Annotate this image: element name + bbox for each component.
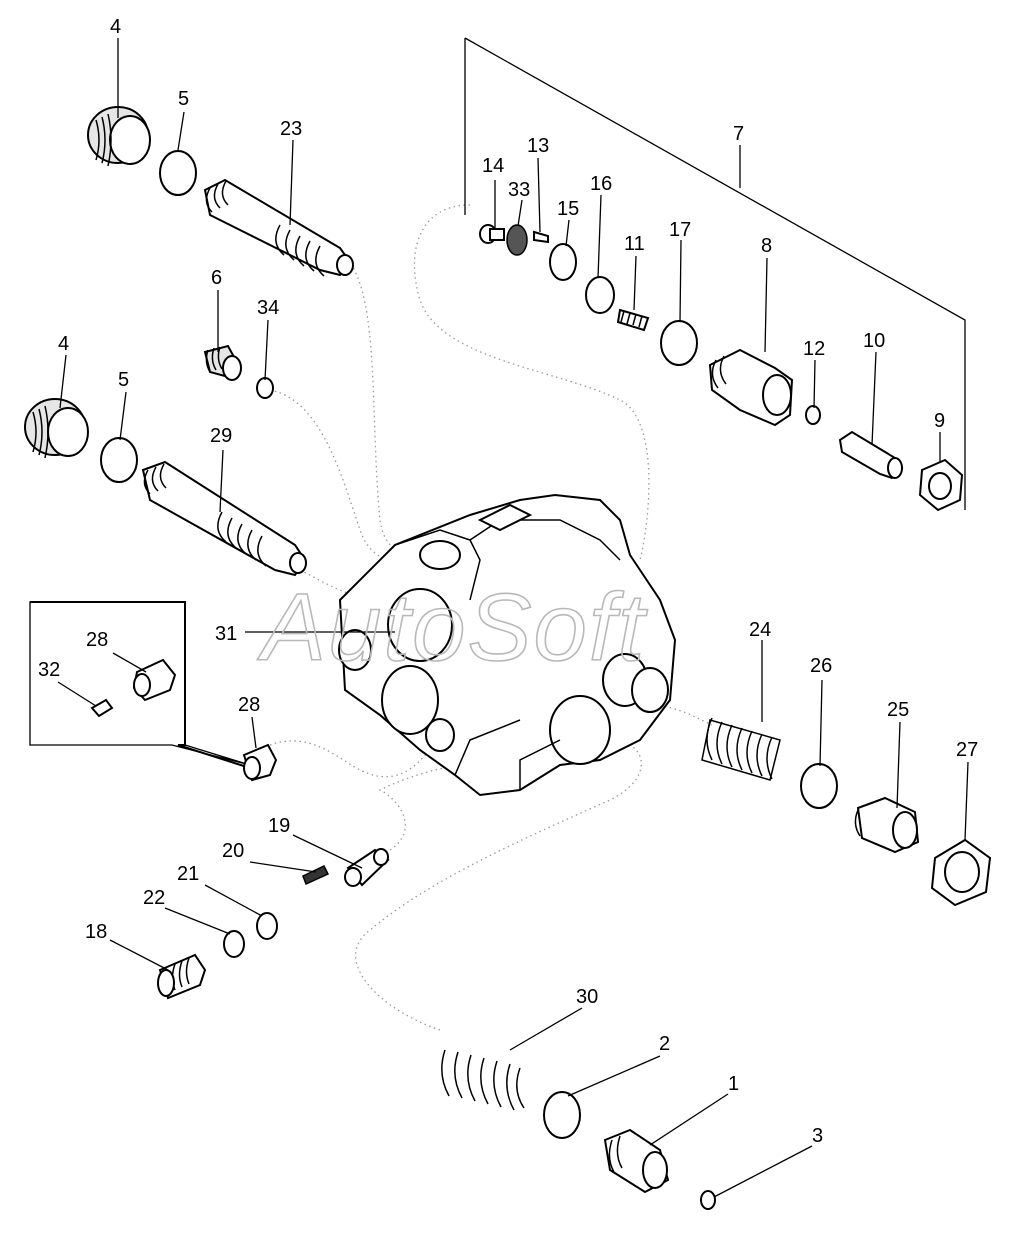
callout-7: 7 xyxy=(733,123,744,145)
callout-9: 9 xyxy=(934,410,945,432)
callout-22: 22 xyxy=(143,887,165,909)
part-34-oring xyxy=(256,377,274,399)
leader-lines xyxy=(57,37,969,1198)
part-14-valve xyxy=(479,224,505,244)
part-13-pin xyxy=(533,230,549,244)
part-4-plug-top xyxy=(87,106,151,167)
callout-6: 6 xyxy=(211,267,222,289)
part-4-plug-lower xyxy=(24,398,89,459)
part-6-plug xyxy=(203,344,242,381)
part-25-fitting xyxy=(854,796,920,854)
part-26-oring xyxy=(800,763,838,809)
part-30-spring xyxy=(441,1049,525,1111)
part-16-oring xyxy=(585,276,615,314)
callout-30: 30 xyxy=(576,986,598,1008)
callout-3: 3 xyxy=(812,1125,823,1147)
part-29-spool xyxy=(141,460,307,577)
callout-15: 15 xyxy=(557,198,579,220)
part-23-spool xyxy=(203,178,354,277)
assembly-paths xyxy=(269,204,713,1031)
callout-28: 28 xyxy=(238,694,260,716)
callout-4: 4 xyxy=(110,16,121,38)
part-10-sleeve xyxy=(838,430,904,480)
watermark: AutoSoft xyxy=(257,574,648,681)
callout-labels: 4 5 23 7 13 14 33 16 15 11 17 8 6 34 12 … xyxy=(38,16,978,1147)
callout-2: 2 xyxy=(659,1033,670,1055)
callout-8: 8 xyxy=(761,235,772,257)
callout-29: 29 xyxy=(210,425,232,447)
part-22-oring xyxy=(223,930,245,958)
callout-13: 13 xyxy=(527,135,549,157)
callout-14: 14 xyxy=(482,155,504,177)
callout-11: 11 xyxy=(624,233,645,255)
callout-25: 25 xyxy=(887,699,909,721)
part-3-oring xyxy=(700,1190,716,1210)
callout-19: 19 xyxy=(268,815,290,837)
part-18-plug xyxy=(157,953,207,1000)
callout-12: 12 xyxy=(803,338,825,360)
callout-5: 5 xyxy=(178,88,189,110)
part-20-spring xyxy=(302,865,330,886)
part-9-nut xyxy=(918,458,964,512)
callout-27: 27 xyxy=(956,739,978,761)
part-21-oring xyxy=(256,912,278,940)
callout-18: 18 xyxy=(85,921,107,943)
part-28-plug xyxy=(242,743,278,782)
part-11-spring xyxy=(616,308,650,332)
part-32-screw-inset xyxy=(90,698,114,718)
part-5-oring-lower xyxy=(100,437,138,483)
callout-34: 34 xyxy=(257,297,279,319)
part-24-spring xyxy=(701,717,781,781)
part-8-valve-body xyxy=(708,348,794,427)
part-33-filter-disc xyxy=(506,224,528,256)
part-17-oring xyxy=(660,320,698,366)
part-2-oring xyxy=(543,1091,581,1139)
callout-31: 31 xyxy=(215,623,237,645)
callout-20: 20 xyxy=(222,840,244,862)
callout-28-inset: 28 xyxy=(86,629,108,651)
part-1-fitting xyxy=(603,1128,670,1194)
callout-23: 23 xyxy=(280,118,302,140)
callout-26: 26 xyxy=(810,655,832,677)
part-31-housing xyxy=(338,493,677,797)
part-19-sleeve xyxy=(344,848,390,887)
callout-4b: 4 xyxy=(58,333,69,355)
callout-17: 17 xyxy=(669,219,691,241)
part-27-nut xyxy=(930,838,992,907)
callout-33: 33 xyxy=(508,179,530,201)
part-12-oring xyxy=(805,405,821,425)
callout-16: 16 xyxy=(590,173,612,195)
part-28-plug-inset xyxy=(132,658,177,702)
callout-5b: 5 xyxy=(118,369,129,391)
callout-21: 21 xyxy=(177,863,199,885)
part-5-oring-top xyxy=(159,150,197,196)
part-15-oring xyxy=(549,243,577,281)
callout-1: 1 xyxy=(728,1073,739,1095)
callout-10: 10 xyxy=(863,330,885,352)
callout-24: 24 xyxy=(749,619,771,641)
callout-32: 32 xyxy=(38,659,60,681)
